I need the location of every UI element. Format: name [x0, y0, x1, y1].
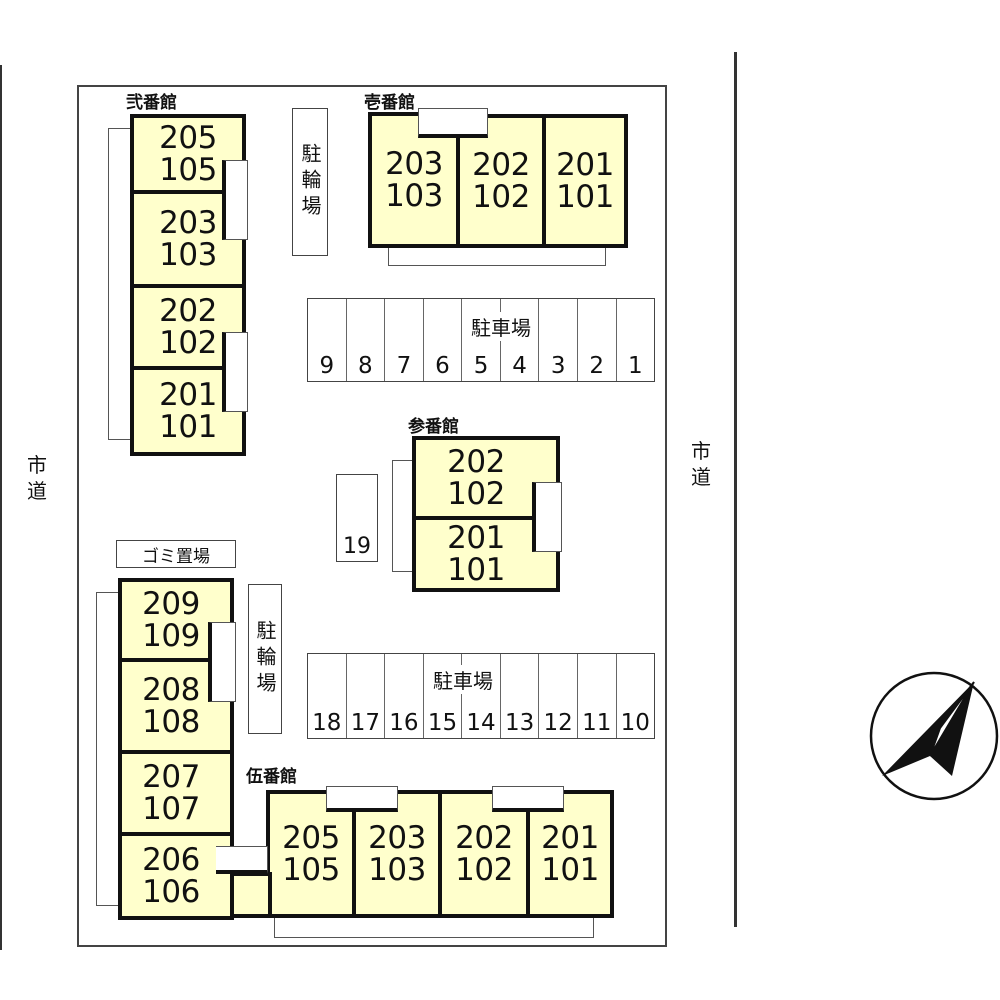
unit-lower-number: 103 — [159, 237, 217, 273]
unit-lower-number: 102 — [455, 852, 513, 888]
unit-lower-number: 103 — [385, 178, 443, 214]
parking-stall: 17 — [347, 654, 386, 738]
stair-notch — [208, 622, 236, 702]
parking-stall: 9 — [308, 299, 347, 381]
bicycle-parking-label: 駐輪場 — [253, 620, 277, 698]
unit-lower-number: 106 — [142, 874, 200, 910]
unit-upper-number: 208 — [142, 672, 200, 708]
unit-san-201-101[interactable]: 201 101 — [412, 516, 560, 592]
parking-stall-19: 19 — [336, 474, 378, 562]
building-label-go: 伍番館 — [246, 767, 297, 787]
unit-upper-number: 202 — [447, 444, 505, 480]
bicycle-parking-bottom: 駐輪場 — [248, 584, 282, 734]
parking-stall: 10 — [620, 710, 650, 736]
stair-notch — [418, 108, 488, 138]
unit-upper-number: 206 — [142, 842, 200, 878]
north-arrow-needle — [882, 682, 974, 776]
unit-upper-number: 201 — [159, 377, 217, 413]
connector-corridor — [230, 872, 272, 918]
unit-upper-number: 202 — [455, 820, 513, 856]
bicycle-parking-top: 駐輪場 — [292, 108, 328, 256]
parking-row-1: 9 8 7 6 5 4 3 2 1 — [307, 298, 655, 382]
unit-upper-number: 207 — [142, 759, 200, 795]
parking-row-2: 18 17 16 15 14 13 12 11 10 — [307, 653, 655, 739]
unit-lower-number: 101 — [447, 552, 505, 588]
unit-upper-number: 201 — [541, 820, 599, 856]
unit-lower-number: 101 — [541, 852, 599, 888]
road-right-line — [734, 52, 737, 927]
unit-upper-number: 205 — [159, 120, 217, 156]
unit-lower-number: 107 — [142, 791, 200, 827]
unit-west-207-107[interactable]: 207 107 — [118, 750, 234, 836]
unit-lower-number: 102 — [472, 179, 530, 215]
garbage-area: ゴミ置場 — [116, 540, 236, 568]
parking-stall: 14 — [462, 654, 501, 738]
parking-stall: 1 — [627, 353, 643, 379]
road-right-label: 市道 — [691, 439, 711, 489]
unit-lower-number: 101 — [159, 409, 217, 445]
unit-upper-number: 202 — [472, 147, 530, 183]
stair-notch — [222, 160, 248, 240]
stair-notch — [222, 332, 248, 412]
unit-upper-number: 203 — [368, 820, 426, 856]
parking-stall: 16 — [385, 654, 424, 738]
stair-notch — [216, 846, 268, 874]
unit-upper-number: 205 — [282, 820, 340, 856]
parking-stall: 18 — [308, 654, 347, 738]
unit-lower-number: 105 — [159, 152, 217, 188]
road-left-line — [0, 65, 2, 950]
unit-lower-number: 105 — [282, 852, 340, 888]
building-label-san: 参番館 — [408, 417, 459, 437]
unit-upper-number: 203 — [385, 146, 443, 182]
stair-notch — [532, 482, 562, 552]
unit-lower-number: 102 — [159, 325, 217, 361]
site-boundary — [77, 85, 667, 947]
building-label-ni: 弐番館 — [126, 93, 177, 113]
parking-stall: 15 — [424, 654, 463, 738]
balcony-strip — [108, 128, 134, 440]
unit-upper-number: 201 — [447, 520, 505, 556]
unit-upper-number: 202 — [159, 293, 217, 329]
parking-stall: 4 — [501, 299, 540, 381]
unit-lower-number: 108 — [142, 704, 200, 740]
stair-notch — [326, 786, 398, 812]
parking-stall: 8 — [347, 299, 386, 381]
unit-ichi-201-101[interactable]: 201 101 — [542, 114, 628, 248]
unit-lower-number: 102 — [447, 476, 505, 512]
north-arrow-icon — [869, 671, 999, 801]
parking-stall: 3 — [539, 299, 578, 381]
unit-lower-number: 103 — [368, 852, 426, 888]
parking-stall: 11 — [578, 654, 617, 738]
parking-stall: 13 — [501, 654, 540, 738]
unit-upper-number: 203 — [159, 205, 217, 241]
parking-stall: 7 — [385, 299, 424, 381]
unit-west-206-106[interactable]: 206 106 — [118, 832, 234, 920]
parking-label-2: 駐車場 — [430, 665, 496, 694]
stair-notch — [492, 786, 564, 812]
parking-stall: 12 — [539, 654, 578, 738]
building-label-ichi: 壱番館 — [364, 93, 415, 113]
unit-lower-number: 109 — [142, 618, 200, 654]
parking-stall: 6 — [424, 299, 463, 381]
bicycle-parking-label: 駐輪場 — [298, 143, 322, 221]
parking-stall: 2 — [578, 299, 617, 381]
unit-lower-number: 101 — [556, 179, 614, 215]
road-left-label: 市道 — [27, 453, 47, 503]
unit-upper-number: 209 — [142, 586, 200, 622]
parking-label-1: 駐車場 — [468, 312, 534, 341]
unit-upper-number: 201 — [556, 147, 614, 183]
